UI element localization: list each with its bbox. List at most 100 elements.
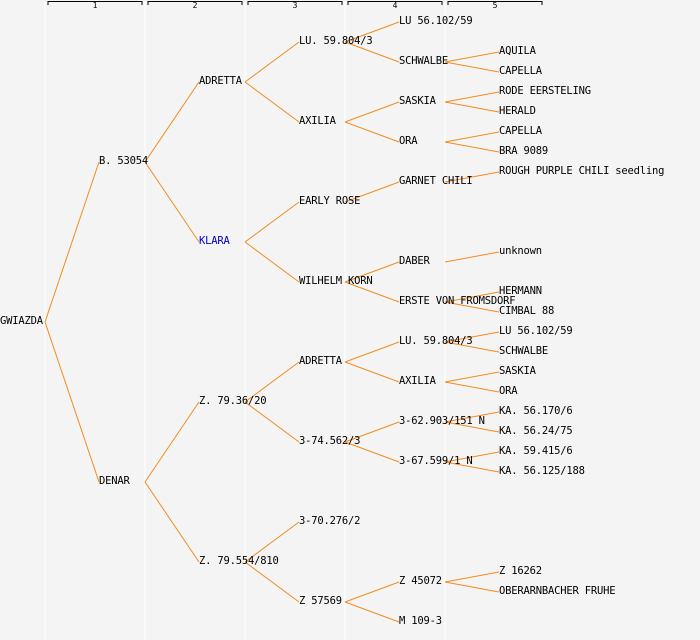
pedigree-connector <box>444 91 500 103</box>
pedigree-node: unknown <box>499 245 542 257</box>
pedigree-connector <box>444 371 500 383</box>
pedigree-node: 3-67.599/1 N <box>399 455 473 467</box>
pedigree-node: AXILIA <box>399 375 436 387</box>
pedigree-connector <box>444 291 500 303</box>
pedigree-connector <box>244 41 300 83</box>
pedigree-node: 3-74.562/3 <box>299 435 361 447</box>
pedigree-node: ERSTE VON FROMSDORF <box>399 295 516 307</box>
pedigree-node: AQUILA <box>499 45 536 57</box>
pedigree-connector <box>344 281 400 303</box>
pedigree-node: M 109-3 <box>399 615 442 627</box>
pedigree-node: CAPELLA <box>499 125 542 137</box>
pedigree-node: LU 56.102/59 <box>499 325 573 337</box>
pedigree-connector <box>244 521 300 563</box>
pedigree-node: RODE EERSTELING <box>499 85 591 97</box>
pedigree-node: SCHWALBE <box>499 345 548 357</box>
pedigree-node: 3-70.276/2 <box>299 515 361 527</box>
pedigree-connector <box>344 441 400 463</box>
pedigree-connector <box>44 161 100 323</box>
pedigree-connector <box>444 571 500 583</box>
generation-bracket <box>47 1 143 5</box>
generation-header-2: 2 <box>192 1 198 10</box>
pedigree-node: SCHWALBE <box>399 55 448 67</box>
pedigree-connector <box>344 421 400 443</box>
pedigree-connector <box>444 51 500 63</box>
pedigree-node: KA. 56.170/6 <box>499 405 573 417</box>
generation-header-4: 4 <box>392 1 398 10</box>
pedigree-connector <box>444 131 500 143</box>
pedigree-node: 3-62.903/151 N <box>399 415 485 427</box>
generation-header-3: 3 <box>292 1 298 10</box>
pedigree-connector <box>344 601 400 623</box>
pedigree-connector <box>144 81 200 163</box>
pedigree-node: LU 56.102/59 <box>399 15 473 27</box>
pedigree-connector <box>344 581 400 603</box>
pedigree-node: BRA 9089 <box>499 145 548 157</box>
pedigree-node: ORA <box>499 385 518 397</box>
generation-bracket <box>347 1 443 5</box>
pedigree-connector <box>444 171 500 183</box>
pedigree-connector <box>444 331 500 343</box>
pedigree-node: KA. 56.24/75 <box>499 425 573 437</box>
pedigree-node: Z 57569 <box>299 595 342 607</box>
pedigree-connector <box>344 261 400 283</box>
pedigree-node[interactable]: KLARA <box>199 235 230 247</box>
pedigree-connector <box>244 81 300 123</box>
pedigree-connector <box>344 181 400 203</box>
pedigree-node: WILHELM KORN <box>299 275 373 287</box>
pedigree-connector <box>44 321 100 483</box>
pedigree-node: Z 16262 <box>499 565 542 577</box>
pedigree-node: HERMANN <box>499 285 542 297</box>
pedigree-node: GWIAZDA <box>0 315 43 327</box>
pedigree-connector <box>244 401 300 443</box>
pedigree-connector <box>144 161 200 243</box>
pedigree-connector <box>244 241 300 283</box>
pedigree-connector <box>344 341 400 363</box>
generation-bracket <box>247 1 343 5</box>
pedigree-node: CAPELLA <box>499 65 542 77</box>
pedigree-node: DENAR <box>99 475 130 487</box>
pedigree-connector <box>244 561 300 603</box>
pedigree-connector <box>344 361 400 383</box>
pedigree-connector <box>144 401 200 483</box>
generation-bracket <box>147 1 243 5</box>
pedigree-node: Z. 79.36/20 <box>199 395 267 407</box>
pedigree-node: SASKIA <box>399 95 436 107</box>
pedigree-connector <box>444 381 500 393</box>
pedigree-node: ADRETTA <box>199 75 242 87</box>
pedigree-connector <box>344 121 400 143</box>
pedigree-node: ORA <box>399 135 418 147</box>
pedigree-connector <box>244 361 300 403</box>
pedigree-node: DABER <box>399 255 430 267</box>
pedigree-connector <box>344 21 400 43</box>
pedigree-connector <box>444 451 500 463</box>
pedigree-node: KA. 56.125/188 <box>499 465 585 477</box>
pedigree-node: ADRETTA <box>299 355 342 367</box>
pedigree-node: Z. 79.554/810 <box>199 555 279 567</box>
pedigree-node: OBERARNBACHER FRUHE <box>499 585 616 597</box>
pedigree-connector <box>144 481 200 563</box>
pedigree-connector <box>444 101 500 113</box>
pedigree-node: EARLY ROSE <box>299 195 361 207</box>
pedigree-connector <box>444 251 500 263</box>
generation-bracket <box>447 1 543 5</box>
pedigree-node: GARNET CHILI <box>399 175 473 187</box>
pedigree-connector <box>344 101 400 123</box>
pedigree-connector <box>244 201 300 243</box>
pedigree-connector <box>344 41 400 63</box>
generation-header-5: 5 <box>492 1 498 10</box>
pedigree-node: HERALD <box>499 105 536 117</box>
pedigree-connector <box>444 141 500 153</box>
pedigree-node: LU. 59.804/3 <box>399 335 473 347</box>
pedigree-node: ROUGH PURPLE CHILI seedling <box>499 165 665 177</box>
pedigree-connector <box>444 341 500 353</box>
pedigree-connector <box>444 411 500 423</box>
pedigree-node: SASKIA <box>499 365 536 377</box>
generation-header-1: 1 <box>92 1 98 10</box>
pedigree-node: B. 53054 <box>99 155 148 167</box>
pedigree-connector <box>444 301 500 313</box>
pedigree-connector <box>444 421 500 433</box>
pedigree-connector <box>444 581 500 593</box>
pedigree-connector <box>444 61 500 73</box>
